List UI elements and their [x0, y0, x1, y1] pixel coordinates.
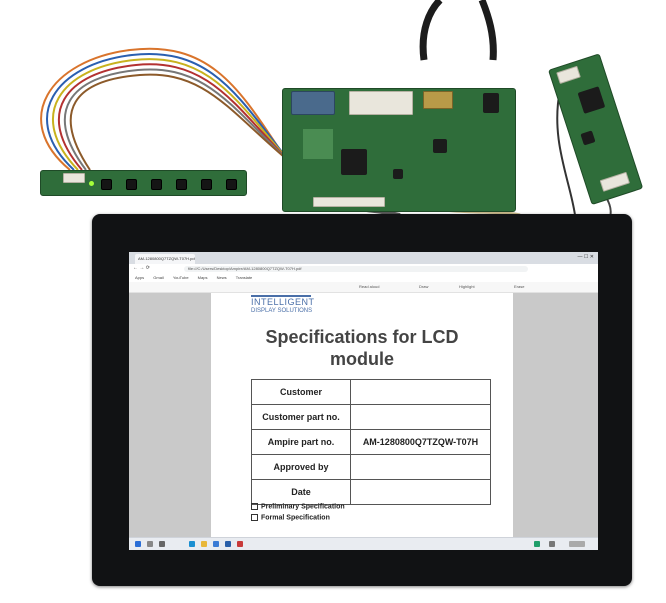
window-controls[interactable]: — ☐ ✕ [577, 254, 594, 260]
row-value: AM-1280800Q7TZQW-T07H [350, 429, 491, 455]
mail-icon[interactable] [225, 541, 231, 547]
system-tray-icon[interactable] [534, 541, 540, 547]
table-row: Customer part no. [251, 404, 491, 430]
controller-chip [341, 149, 367, 175]
dvi-connector [349, 91, 413, 115]
lvds-connector [313, 197, 385, 207]
document-title: Specifications for LCD module [211, 326, 513, 370]
row-value [350, 379, 491, 405]
title-line-2: module [329, 349, 394, 369]
lcd-screen: AM-1280800Q7TZQW-T07H.pdf — ☐ ✕ ← → ⟳ fi… [129, 252, 598, 550]
bookmark[interactable]: News [216, 275, 227, 280]
checkbox-label: Preliminary Specification [261, 503, 345, 511]
bookmark[interactable]: YouTube [172, 275, 189, 280]
keypad-connector [63, 173, 85, 183]
spec-table: Customer Customer part no. Ampire part n… [251, 379, 491, 505]
pdf-highlight-button[interactable]: Highlight [459, 284, 475, 289]
title-line-1: Specifications for LCD [265, 327, 459, 347]
edge-icon[interactable] [189, 541, 195, 547]
power-jack [483, 93, 499, 113]
heatsink-area [303, 129, 333, 159]
folder-icon[interactable] [201, 541, 207, 547]
formal-checkbox-row: Formal Specification [251, 514, 330, 521]
keypad-button [101, 179, 112, 190]
store-icon[interactable] [213, 541, 219, 547]
logo-text: INTELLIGENT [251, 297, 315, 307]
keypad-button [176, 179, 187, 190]
browser-tab-bar: AM-1280800Q7TZQW-T07H.pdf — ☐ ✕ [129, 252, 598, 264]
app-icon[interactable] [237, 541, 243, 547]
preliminary-checkbox-row: Preliminary Specification [251, 503, 345, 510]
search-icon[interactable] [147, 541, 153, 547]
row-label: Date [251, 479, 351, 505]
logo-bar [251, 295, 311, 297]
row-label: Customer [251, 379, 351, 405]
led-indicator [89, 181, 94, 186]
chip-small [433, 139, 447, 153]
keypad-button [201, 179, 212, 190]
table-row: Date [251, 479, 491, 505]
windows-taskbar [129, 537, 598, 550]
pdf-draw-button[interactable]: Draw [419, 284, 429, 289]
table-row: Customer [251, 379, 491, 405]
row-label: Customer part no. [251, 404, 351, 430]
bookmarks-bar: Apps Gmail YouTube Maps News Translate [129, 274, 598, 282]
bookmark[interactable]: Gmail [153, 275, 164, 280]
row-label: Approved by [251, 454, 351, 480]
network-icon[interactable] [549, 541, 555, 547]
chip-small [580, 130, 596, 146]
bookmark[interactable]: Translate [235, 275, 253, 280]
bookmark[interactable]: Apps [135, 275, 145, 280]
address-bar[interactable]: file:///C:/Users/Desktop/Ampire/AM-12808… [184, 266, 528, 272]
row-value [350, 479, 491, 505]
inverter-connector [556, 65, 581, 85]
keypad-board [40, 170, 247, 196]
taskview-icon[interactable] [159, 541, 165, 547]
keypad-button [126, 179, 137, 190]
pdf-read-aloud-button[interactable]: Read aloud [359, 284, 380, 289]
browser-tab[interactable]: AM-1280800Q7TZQW-T07H.pdf [135, 254, 195, 264]
pdf-erase-button[interactable]: Erase [514, 284, 525, 289]
chip-small [393, 169, 403, 179]
checkbox-icon [251, 503, 258, 510]
vga-connector [291, 91, 335, 115]
table-row: Ampire part no.AM-1280800Q7TZQW-T07H [251, 429, 491, 455]
row-value [350, 454, 491, 480]
inverter-output-connector [599, 171, 630, 192]
clock-icon[interactable] [569, 541, 585, 547]
keypad-button [226, 179, 237, 190]
row-label: Ampire part no. [251, 429, 351, 455]
keypad-button [151, 179, 162, 190]
bookmark[interactable]: Maps [197, 275, 208, 280]
table-row: Approved by [251, 454, 491, 480]
row-value [350, 404, 491, 430]
logo-subtext: DISPLAY SOLUTIONS [251, 308, 313, 314]
pdf-toolbar: Read aloud Draw Highlight Erase [129, 282, 598, 293]
checkbox-icon [251, 514, 258, 521]
nav-arrows-icon[interactable]: ← → ⟳ [133, 265, 150, 271]
pdf-page: INTELLIGENT DISPLAY SOLUTIONS Specificat… [211, 293, 513, 537]
start-icon[interactable] [135, 541, 141, 547]
controller-board [282, 88, 516, 212]
transformer [577, 86, 606, 114]
hdmi-connector [423, 91, 453, 109]
checkbox-label: Formal Specification [261, 514, 330, 522]
